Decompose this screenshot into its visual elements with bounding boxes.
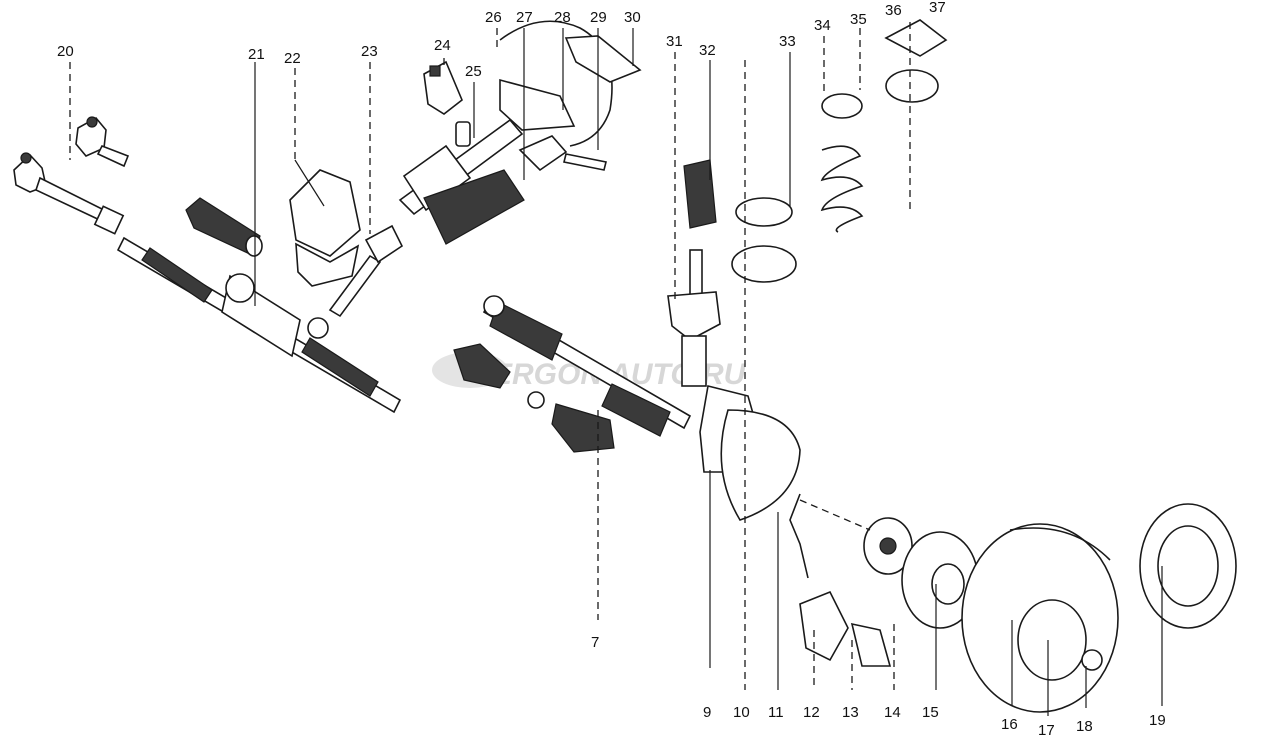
label-10: 10 (733, 704, 750, 721)
label-7: 7 (591, 634, 599, 651)
label-33: 33 (779, 33, 796, 50)
rack-boot (185, 197, 263, 257)
combination-switch (518, 135, 607, 172)
label-13: 13 (842, 704, 859, 721)
wheel-hub (863, 517, 913, 575)
label-28: 28 (554, 9, 571, 26)
abs-sensor-cable (789, 493, 809, 579)
label-12: 12 (803, 704, 820, 721)
label-29: 29 (590, 9, 607, 26)
abs-reluctor-ring (1139, 503, 1237, 629)
part-number-labels: 7 9 10 11 12 13 14 15 16 17 18 19 20 21 … (57, 0, 1166, 737)
tie-rod-end-left (13, 152, 125, 235)
label-36: 36 (885, 2, 902, 19)
label-22: 22 (284, 50, 301, 67)
tie-rod-end-right-small (75, 116, 130, 168)
brake-drum (961, 523, 1119, 713)
label-21: 21 (248, 46, 265, 63)
label-23: 23 (361, 43, 378, 60)
rack-assembly (116, 236, 402, 414)
brake-pads (850, 622, 892, 667)
leader-lines (69, 22, 1163, 716)
steering-cover (289, 169, 361, 287)
label-24: 24 (434, 37, 451, 54)
label-17: 17 (1038, 722, 1055, 737)
spring-seats (731, 197, 797, 283)
label-15: 15 (922, 704, 939, 721)
label-27: 27 (516, 9, 533, 26)
label-19: 19 (1149, 712, 1166, 729)
label-32: 32 (699, 42, 716, 59)
coil-spring (820, 93, 864, 233)
dust-shield (720, 409, 801, 521)
label-11: 11 (768, 704, 784, 721)
steering-column (398, 118, 525, 245)
ignition-switch (423, 60, 463, 115)
label-25: 25 (465, 63, 482, 80)
brake-caliper (799, 590, 849, 662)
label-18: 18 (1076, 718, 1093, 735)
label-16: 16 (1001, 716, 1018, 733)
steering-wheel (499, 20, 642, 147)
strut-mount (884, 19, 948, 103)
label-30: 30 (624, 9, 641, 26)
label-35: 35 (850, 11, 867, 28)
label-37: 37 (929, 0, 946, 16)
label-31: 31 (666, 33, 683, 50)
label-9: 9 (703, 704, 711, 721)
drive-shaft (482, 295, 692, 437)
intermediate-shaft (328, 224, 404, 318)
label-20: 20 (57, 43, 74, 60)
strut (667, 249, 721, 387)
bump-stop (683, 159, 717, 229)
label-34: 34 (814, 17, 831, 34)
label-14: 14 (884, 704, 901, 721)
label-26: 26 (485, 9, 502, 26)
